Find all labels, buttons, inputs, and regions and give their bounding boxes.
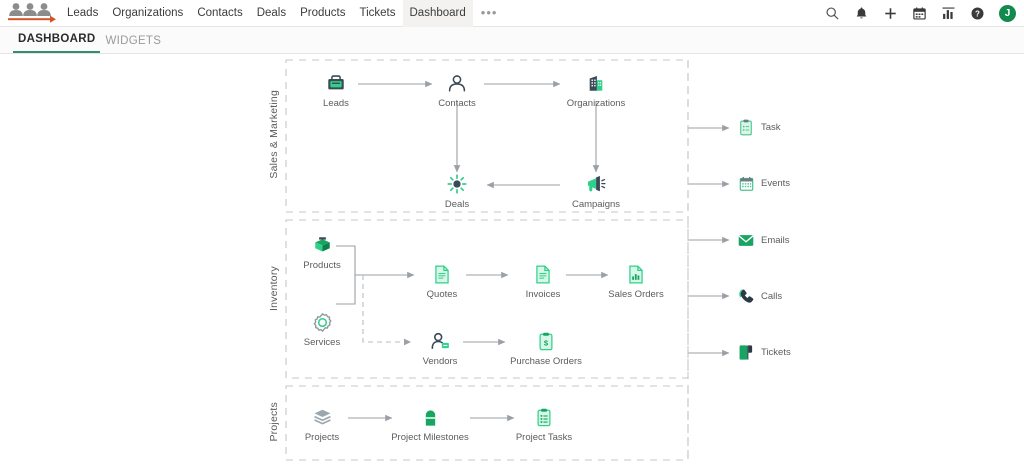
- projects-icon: [274, 406, 370, 428]
- node-services[interactable]: Services: [274, 311, 370, 348]
- top-navigation-bar: Leads Organizations Contacts Deals Produ…: [0, 0, 1024, 27]
- nav-item-label: Contacts: [197, 6, 243, 19]
- node-label: Sales Orders: [608, 289, 664, 300]
- node-leads[interactable]: Leads: [288, 72, 384, 109]
- nav-item-dashboard[interactable]: Dashboard: [402, 0, 473, 27]
- dashboard-tab-bar: DASHBOARD WIDGETS: [0, 27, 1024, 54]
- nav-item-label: Organizations: [112, 6, 184, 19]
- node-purchase-orders[interactable]: $ Purchase Orders: [498, 330, 594, 367]
- nav-item-label: Deals: [256, 6, 287, 19]
- avatar[interactable]: J: [999, 5, 1016, 22]
- node-label: Vendors: [422, 356, 458, 367]
- node-vendors[interactable]: Vendors: [392, 330, 488, 367]
- vtiger-crm-logo[interactable]: [4, 0, 60, 27]
- section-label-sales-marketing: Sales & Marketing: [268, 90, 280, 179]
- nav-item-leads[interactable]: Leads: [60, 0, 105, 27]
- node-task[interactable]: Task: [738, 119, 781, 136]
- search-icon[interactable]: [825, 6, 840, 21]
- svg-text:$: $: [544, 338, 549, 347]
- deals-icon: [409, 173, 505, 195]
- node-label: Products: [303, 260, 341, 271]
- nav-item-label: Tickets: [359, 6, 396, 19]
- diagram-connector-layer: [285, 59, 730, 461]
- node-project-tasks[interactable]: Project Tasks: [496, 406, 592, 443]
- invoices-icon: [495, 263, 591, 285]
- top-right-actions: ? J: [825, 0, 1016, 27]
- events-icon: [738, 175, 754, 192]
- tab-dashboard[interactable]: DASHBOARD: [13, 33, 101, 53]
- node-campaigns[interactable]: Campaigns: [548, 173, 644, 210]
- node-label: Events: [761, 178, 791, 189]
- task-icon: [738, 119, 754, 136]
- nav-item-contacts[interactable]: Contacts: [190, 0, 249, 27]
- nav-item-organizations[interactable]: Organizations: [105, 0, 190, 27]
- nav-item-label: Leads: [67, 6, 99, 19]
- organizations-icon: [548, 72, 644, 94]
- bell-icon[interactable]: [854, 6, 869, 21]
- nav-item-label: Products: [300, 6, 346, 19]
- node-label: Services: [303, 337, 341, 348]
- node-quotes[interactable]: Quotes: [394, 263, 490, 300]
- node-label: Purchase Orders: [510, 356, 582, 367]
- node-label: Task: [761, 122, 781, 133]
- emails-icon: [738, 232, 754, 249]
- node-label: Leads: [323, 98, 349, 109]
- node-invoices[interactable]: Invoices: [495, 263, 591, 300]
- node-label: Organizations: [566, 98, 626, 109]
- node-sales-orders[interactable]: Sales Orders: [588, 263, 684, 300]
- node-label: Projects: [304, 432, 340, 443]
- vendors-icon: [392, 330, 488, 352]
- project-tasks-icon: [496, 406, 592, 428]
- node-label: Tickets: [761, 347, 791, 358]
- nav-item-products[interactable]: Products: [293, 0, 352, 27]
- analytics-icon[interactable]: [941, 6, 956, 21]
- node-deals[interactable]: Deals: [409, 173, 505, 210]
- crm-process-diagram: Sales & Marketing Inventory Projects Lea…: [0, 54, 1024, 466]
- node-label: Contacts: [438, 98, 476, 109]
- node-emails[interactable]: Emails: [738, 232, 790, 249]
- nav-item-list: Leads Organizations Contacts Deals Produ…: [60, 0, 505, 27]
- sales-orders-icon: [588, 263, 684, 285]
- campaigns-icon: [548, 173, 644, 195]
- nav-item-deals[interactable]: Deals: [250, 0, 293, 27]
- project-milestones-icon: [382, 406, 478, 428]
- products-icon: [274, 234, 370, 256]
- calls-icon: [738, 288, 754, 305]
- quotes-icon: [394, 263, 490, 285]
- node-tickets[interactable]: Tickets: [738, 344, 791, 361]
- node-label: Emails: [761, 235, 790, 246]
- purchase-orders-icon: $: [498, 330, 594, 352]
- leads-icon: [288, 72, 384, 94]
- node-project-milestones[interactable]: Project Milestones: [382, 406, 478, 443]
- node-label: Project Tasks: [515, 432, 573, 443]
- node-projects[interactable]: Projects: [274, 406, 370, 443]
- node-label: Deals: [444, 199, 470, 210]
- node-label: Calls: [761, 291, 783, 302]
- node-organizations[interactable]: Organizations: [548, 72, 644, 109]
- node-calls[interactable]: Calls: [738, 288, 782, 305]
- section-label-inventory: Inventory: [268, 266, 280, 311]
- plus-icon[interactable]: [883, 6, 898, 21]
- nav-item-tickets[interactable]: Tickets: [353, 0, 403, 27]
- node-label: Invoices: [525, 289, 561, 300]
- nav-item-label: Dashboard: [409, 6, 466, 19]
- svg-text:?: ?: [975, 10, 980, 19]
- calendar-icon[interactable]: [912, 6, 927, 21]
- node-contacts[interactable]: Contacts: [409, 72, 505, 109]
- nav-more-icon[interactable]: •••: [480, 5, 498, 20]
- node-events[interactable]: Events: [738, 175, 790, 192]
- node-label: Campaigns: [571, 199, 621, 210]
- node-products[interactable]: Products: [274, 234, 370, 271]
- tickets-icon: [738, 344, 754, 361]
- contacts-icon: [409, 72, 505, 94]
- tab-widgets[interactable]: WIDGETS: [105, 35, 162, 47]
- node-label: Quotes: [426, 289, 458, 300]
- node-label: Project Milestones: [391, 432, 469, 443]
- services-icon: [274, 311, 370, 333]
- help-icon[interactable]: ?: [970, 6, 985, 21]
